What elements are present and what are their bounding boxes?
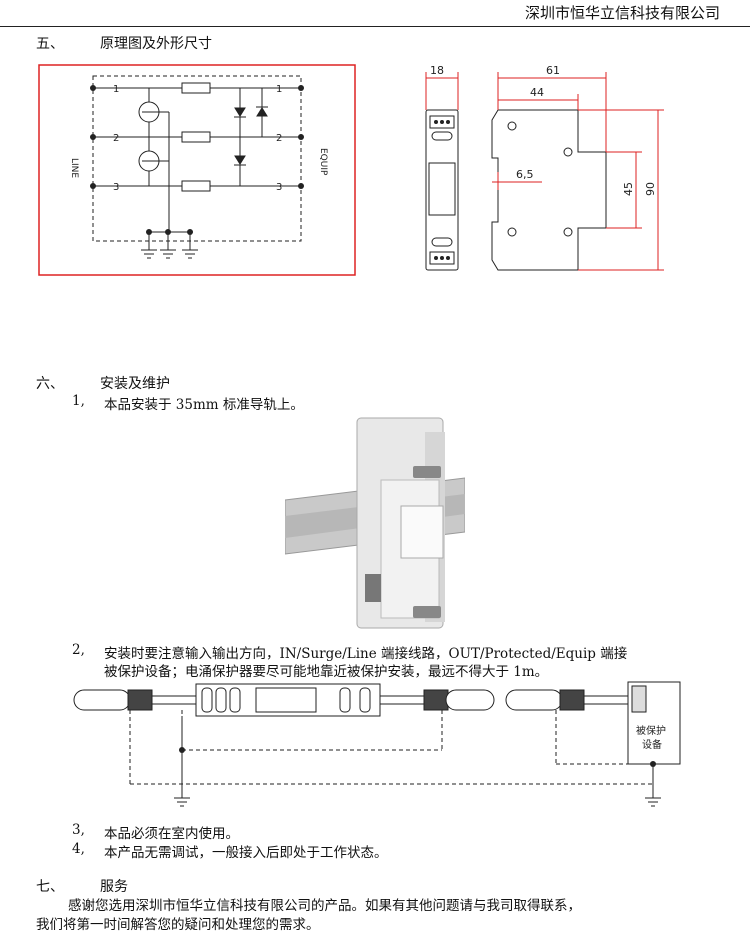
service-text-line2: 我们将第一时间解答您的疑问和处理您的需求。 bbox=[36, 917, 320, 933]
terminal-label-left-1: 1 bbox=[113, 84, 119, 95]
section5-number: 五、 bbox=[36, 36, 64, 52]
item4-number: 4, bbox=[72, 841, 85, 857]
dim-depth-inner: 44 bbox=[530, 86, 544, 99]
dim-depth-total: 61 bbox=[546, 64, 560, 77]
section5-title: 原理图及外形尺寸 bbox=[100, 36, 212, 52]
item2-text-line2: 被保护设备；电涌保护器要尽可能地靠近被保护安装，最远不得大于 1m。 bbox=[104, 664, 549, 680]
din-rail-product-image bbox=[285, 417, 465, 629]
item2-number: 2, bbox=[72, 642, 85, 658]
item1-text: 本品安装于 35mm 标准导轨上。 bbox=[104, 397, 304, 413]
section7-title: 服务 bbox=[100, 879, 128, 895]
terminal-label-right-3: 3 bbox=[276, 182, 282, 193]
item1-number: 1, bbox=[72, 393, 85, 409]
terminal-label-right-2: 2 bbox=[276, 133, 282, 144]
dim-height-total: 90 bbox=[644, 182, 657, 196]
schematic-border bbox=[38, 64, 356, 276]
protected-equipment-label-line2: 设备 bbox=[642, 738, 662, 751]
terminal-label-left-3: 3 bbox=[113, 182, 119, 193]
wiring-diagram: 被保护 设备 bbox=[73, 681, 681, 807]
protected-equipment-label-line1: 被保护 bbox=[636, 724, 666, 737]
service-text-line1: 感谢您选用深圳市恒华立信科技有限公司的产品。如果有其他问题请与我司取得联系， bbox=[68, 898, 581, 914]
terminal-label-right-1: 1 bbox=[276, 84, 282, 95]
terminal-label-left-2: 2 bbox=[113, 133, 119, 144]
page-header bbox=[0, 0, 750, 27]
company-name: 深圳市恒华立信科技有限公司 bbox=[524, 4, 720, 22]
line-label: LINE bbox=[69, 158, 79, 178]
section6-title: 安装及维护 bbox=[100, 376, 170, 392]
item3-text: 本品必须在室内使用。 bbox=[104, 826, 239, 842]
equip-label: EQUIP bbox=[318, 148, 328, 176]
schematic-lines bbox=[92, 75, 302, 259]
schematic-diagram: 1 2 3 1 2 3 LINE EQUIP bbox=[38, 64, 356, 276]
section6-number: 六、 bbox=[36, 376, 64, 392]
item2-text-line1: 安装时要注意输入输出方向，IN/Surge/Line 端接线路，OUT/Prot… bbox=[104, 646, 628, 662]
dim-offset: 6,5 bbox=[516, 168, 534, 181]
dim-height-inner: 45 bbox=[622, 182, 635, 196]
item4-text: 本产品无需调试，一般接入后即处于工作状态。 bbox=[104, 845, 388, 861]
dim-width-front: 18 bbox=[430, 64, 444, 77]
dimension-drawing: 18 61 44 6,5 45 90 bbox=[425, 64, 664, 271]
item3-number: 3, bbox=[72, 822, 85, 838]
section7-number: 七、 bbox=[36, 879, 64, 895]
